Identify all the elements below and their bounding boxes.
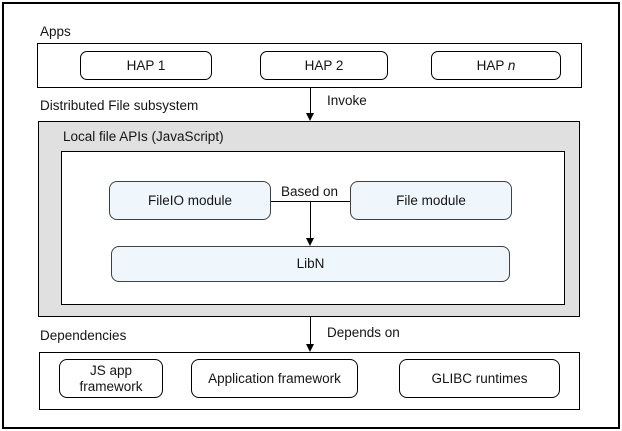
glibc-runtimes-label: GLIBC runtimes [431,370,528,386]
hap-n-box: HAP n [431,51,561,80]
invoke-connector-line [310,88,311,113]
hap-n-label: HAP n [476,57,516,73]
file-module-label: File module [396,192,466,208]
glibc-runtimes-box: GLIBC runtimes [399,359,560,398]
libn-label: LibN [296,256,325,271]
js-app-framework-box: JS app framework [59,359,163,398]
hap1-label: HAP 1 [126,57,166,73]
invoke-arrowhead-icon [306,113,314,121]
hap2-label: HAP 2 [304,57,344,73]
js-app-framework-label: JS app framework [79,362,143,394]
based-on-label: Based on [281,184,339,199]
hap-n-italic: n [507,57,516,73]
dependencies-section-label: Dependencies [40,328,127,343]
fileio-module-label: FileIO module [147,192,233,208]
hap2-box: HAP 2 [260,51,388,80]
application-framework-box: Application framework [191,359,358,398]
file-module-box: File module [350,181,512,220]
libn-connector-line [310,202,311,238]
depends-arrowhead-icon [306,344,314,352]
depends-on-label: Depends on [327,325,400,340]
fileio-module-box: FileIO module [109,181,271,220]
apps-section-label: Apps [40,24,71,39]
based-on-connector-line [271,201,350,202]
invoke-label: Invoke [327,93,367,108]
subsystem-section-label: Distributed File subsystem [40,98,199,113]
hap1-box: HAP 1 [80,51,212,80]
application-framework-label: Application framework [208,370,341,386]
local-file-apis-label: Local file APIs (JavaScript) [63,129,224,144]
depends-connector-line [310,317,311,344]
libn-arrowhead-icon [306,238,314,246]
libn-box: LibN [111,246,510,282]
